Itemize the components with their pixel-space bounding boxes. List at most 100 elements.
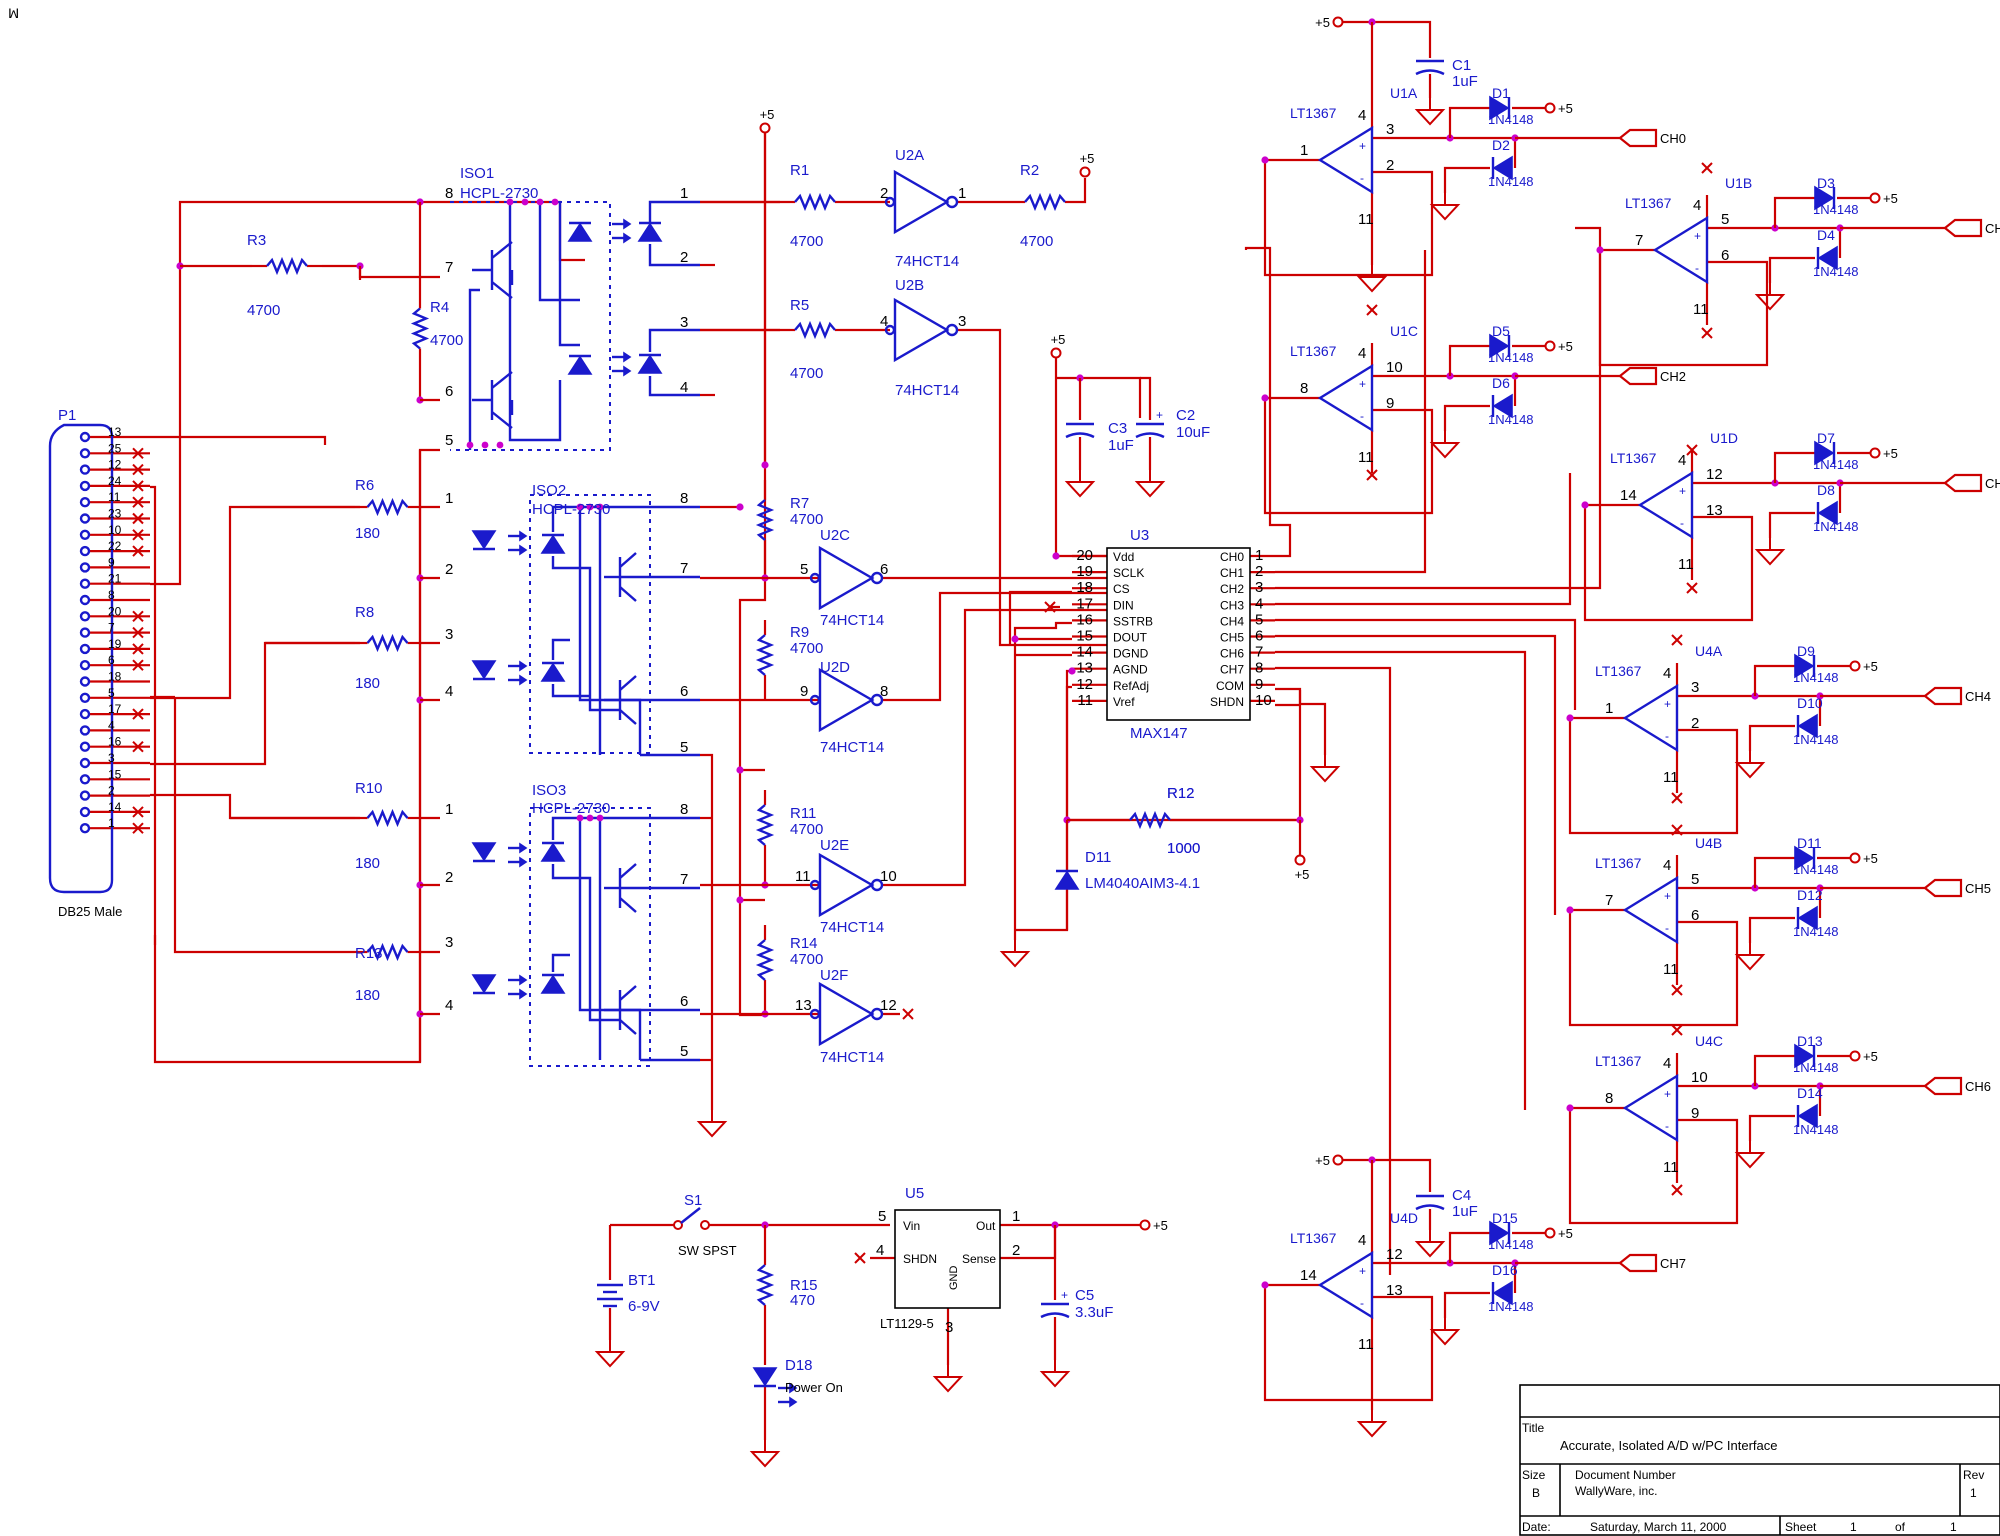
u2b-ref: U2B	[895, 277, 924, 294]
junction-dot	[596, 503, 604, 511]
pin-number: 2	[1691, 715, 1699, 732]
inverter-bubble	[870, 878, 884, 892]
pin-number: 17	[1076, 595, 1093, 612]
pin-number: 9	[800, 683, 808, 700]
light-arrow-head	[519, 988, 528, 1000]
diode-part: 1N4148	[1793, 1122, 1839, 1137]
wire	[1008, 590, 1072, 645]
diode	[1794, 845, 1815, 871]
pin-number: 4	[445, 683, 453, 700]
power-label: +5	[1315, 15, 1330, 30]
c5-value: 3.3uF	[1075, 1304, 1113, 1321]
r13-left	[173, 697, 355, 954]
iso3-part: HCPL-2730	[532, 800, 610, 817]
pin-number: 4	[108, 718, 115, 732]
pin-socket	[79, 611, 91, 622]
resistor-value: 4700	[430, 332, 463, 349]
wire	[1773, 451, 1815, 483]
pin-number: 12	[1706, 466, 1723, 483]
power-terminal	[1849, 1050, 1861, 1062]
light-arrow-head	[519, 544, 528, 556]
no-connect-mark	[1671, 792, 1683, 804]
resistor-ref: R1	[790, 162, 809, 179]
pin-number: 2	[445, 869, 453, 886]
pin-socket	[79, 790, 91, 801]
resistor-value: 4700	[790, 821, 823, 838]
junction-dot	[481, 441, 489, 449]
junction-dot	[536, 198, 544, 206]
resistor-ref: R12	[1167, 785, 1195, 802]
pin-number: 6	[1691, 907, 1699, 924]
d18-label: Power On	[785, 1380, 843, 1395]
power-label: +5	[1883, 446, 1898, 461]
light-arrow-head	[623, 365, 632, 377]
adc-pin-name: Vdd	[1113, 550, 1134, 564]
pin-socket	[79, 741, 91, 752]
inverter-input-dot	[809, 572, 821, 584]
u2c-ref: U2C	[820, 527, 850, 544]
c3-ref: C3	[1108, 420, 1127, 437]
no-connect-mark	[132, 545, 144, 557]
no-connect-mark	[132, 643, 144, 655]
transistor	[491, 371, 513, 389]
adc-part: MAX147	[1130, 725, 1188, 742]
channel-label: CH4	[1965, 689, 1991, 704]
d11-ref: D11	[1085, 849, 1111, 866]
sheet-value: 1	[1850, 1520, 1857, 1534]
pin-number: 4	[876, 1242, 884, 1259]
u2a-ref: U2A	[895, 147, 924, 164]
diode-ref: D15	[1492, 1210, 1518, 1226]
channel-connector	[1923, 686, 1963, 706]
junction-dot	[576, 503, 584, 511]
adc-pin-name: Vref	[1113, 695, 1135, 709]
sheets-value: 1	[1950, 1520, 1957, 1534]
c1-ref: C1	[1452, 57, 1471, 74]
c5-ref: C5	[1075, 1287, 1094, 1304]
opamp-ref: U4C	[1695, 1033, 1723, 1049]
diode-part: 1N4148	[1488, 1299, 1534, 1314]
pin-number: 1	[445, 490, 453, 507]
diode-ref: D6	[1492, 375, 1510, 391]
diode	[1054, 870, 1080, 890]
resistor-value: 1000	[1167, 840, 1200, 857]
iso2-bus	[551, 638, 570, 660]
junction-dot	[1566, 714, 1574, 722]
pin-number: 2	[1255, 563, 1263, 580]
junction-dot	[1581, 501, 1589, 509]
diode	[567, 222, 593, 242]
diode	[1489, 95, 1510, 121]
d11-part: LM4040AIM3-4.1	[1085, 875, 1200, 892]
pin-socket	[79, 480, 91, 492]
no-connect-mark	[1671, 1184, 1683, 1196]
u2b-out	[957, 328, 1107, 647]
connector-ref: P1	[58, 407, 76, 424]
opamp-plus: +	[1359, 377, 1366, 391]
u2e-part: 74HCT14	[820, 919, 884, 936]
wire	[1768, 511, 1815, 538]
pin-number: 1	[445, 801, 453, 818]
inverter-bubble	[945, 323, 959, 337]
u5-pin: Out	[976, 1219, 996, 1233]
iso1-bus	[558, 202, 580, 347]
inverter-body	[893, 169, 950, 235]
resistor-value: 180	[355, 525, 380, 542]
diode	[637, 222, 663, 242]
wire	[1056, 376, 1142, 418]
switch-contact	[700, 1220, 710, 1230]
iso3-bus	[551, 816, 602, 1060]
light-arrow-head	[789, 1382, 798, 1394]
no-connect-mark	[132, 659, 144, 671]
pin-number: 6	[108, 653, 115, 667]
iso1-bus	[538, 202, 580, 302]
resistor-ref: R2	[1020, 162, 1039, 179]
no-connect-mark	[1701, 162, 1713, 174]
junction-dot	[761, 461, 769, 469]
light-arrow-head	[519, 660, 528, 672]
opamp-minus: -	[1360, 409, 1364, 423]
channel-connector	[1923, 1076, 1963, 1096]
no-connect-mark	[902, 1008, 914, 1020]
ch0-net	[1244, 246, 1292, 558]
diode	[1797, 1103, 1818, 1129]
u5-ref: U5	[905, 1185, 924, 1202]
wire	[1748, 1114, 1795, 1141]
